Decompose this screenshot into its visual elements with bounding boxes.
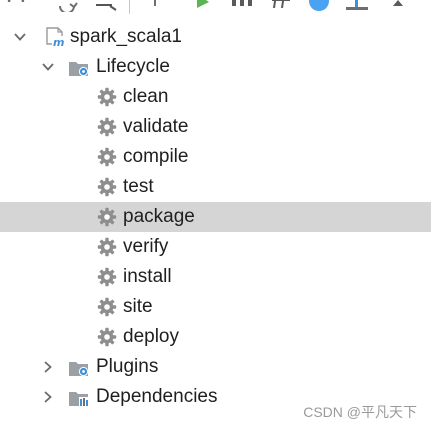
collapse-all-icon[interactable] (388, 0, 408, 14)
chevron-right-icon[interactable] (41, 390, 55, 404)
lifecycle-goal-label: validate (123, 116, 189, 137)
dependencies-label: Dependencies (96, 386, 218, 407)
lifecycle-goal-label: clean (123, 86, 169, 107)
download-sources-icon[interactable] (148, 0, 162, 12)
lifecycle-goal-validate[interactable]: validate (0, 112, 431, 142)
lifecycle-goal-label: site (123, 296, 153, 317)
skip-tests-icon[interactable] (306, 0, 332, 14)
plugins-label: Plugins (96, 356, 159, 377)
gear-icon (97, 117, 119, 137)
gear-icon (97, 147, 119, 167)
gear-icon (97, 237, 119, 257)
tree-node-dependencies[interactable]: Dependencies (0, 382, 431, 412)
gear-icon (97, 177, 119, 197)
maven-project-icon: m (46, 27, 67, 48)
show-dependencies-icon[interactable] (344, 0, 370, 14)
lifecycle-goal-label: install (123, 266, 172, 287)
lifecycle-goal-test[interactable]: test (0, 172, 431, 202)
chevron-right-icon[interactable] (41, 360, 55, 374)
lifecycle-goal-deploy[interactable]: deploy (0, 322, 431, 352)
gear-icon (97, 207, 119, 227)
tree-node-project[interactable]: m spark_scala1 (0, 22, 431, 52)
lifecycle-goal-compile[interactable]: compile (0, 142, 431, 172)
svg-text:m: m (53, 36, 64, 48)
tree-node-lifecycle[interactable]: Lifecycle (0, 52, 431, 82)
lifecycle-folder-icon (69, 62, 89, 77)
lifecycle-goal-label: verify (123, 236, 169, 257)
gear-icon (97, 267, 119, 287)
gear-icon (97, 297, 119, 317)
execute-goal-icon[interactable] (230, 0, 256, 12)
lifecycle-label: Lifecycle (96, 56, 170, 77)
lifecycle-goal-clean[interactable]: clean (0, 82, 431, 112)
chevron-down-icon[interactable] (41, 60, 55, 74)
add-maven-project-icon[interactable] (94, 0, 120, 12)
lifecycle-goal-label: package (123, 206, 195, 227)
gear-icon (97, 327, 119, 347)
csdn-watermark: CSDN @平凡天下 (303, 404, 417, 420)
toggle-offline-icon[interactable] (270, 0, 294, 12)
maven-toolbar (0, 0, 431, 14)
chevron-down-icon[interactable] (13, 30, 27, 44)
gear-icon (97, 87, 119, 107)
lifecycle-goal-label: compile (123, 146, 189, 167)
refresh-icon[interactable] (56, 0, 80, 12)
lifecycle-goal-verify[interactable]: verify (0, 232, 431, 262)
dependencies-folder-icon (69, 392, 89, 407)
lifecycle-goal-label: deploy (123, 326, 179, 347)
lifecycle-goal-label: test (123, 176, 154, 197)
tree-node-plugins[interactable]: Plugins (0, 352, 431, 382)
lifecycle-goal-install[interactable]: install (0, 262, 431, 292)
toolbar-separator-1 (129, 0, 130, 14)
project-label: spark_scala1 (70, 26, 182, 47)
plugins-folder-icon (69, 362, 89, 377)
reload-all-icon[interactable] (6, 0, 26, 12)
run-icon[interactable] (194, 0, 212, 12)
lifecycle-goal-package[interactable]: package (0, 202, 431, 232)
lifecycle-goal-site[interactable]: site (0, 292, 431, 322)
